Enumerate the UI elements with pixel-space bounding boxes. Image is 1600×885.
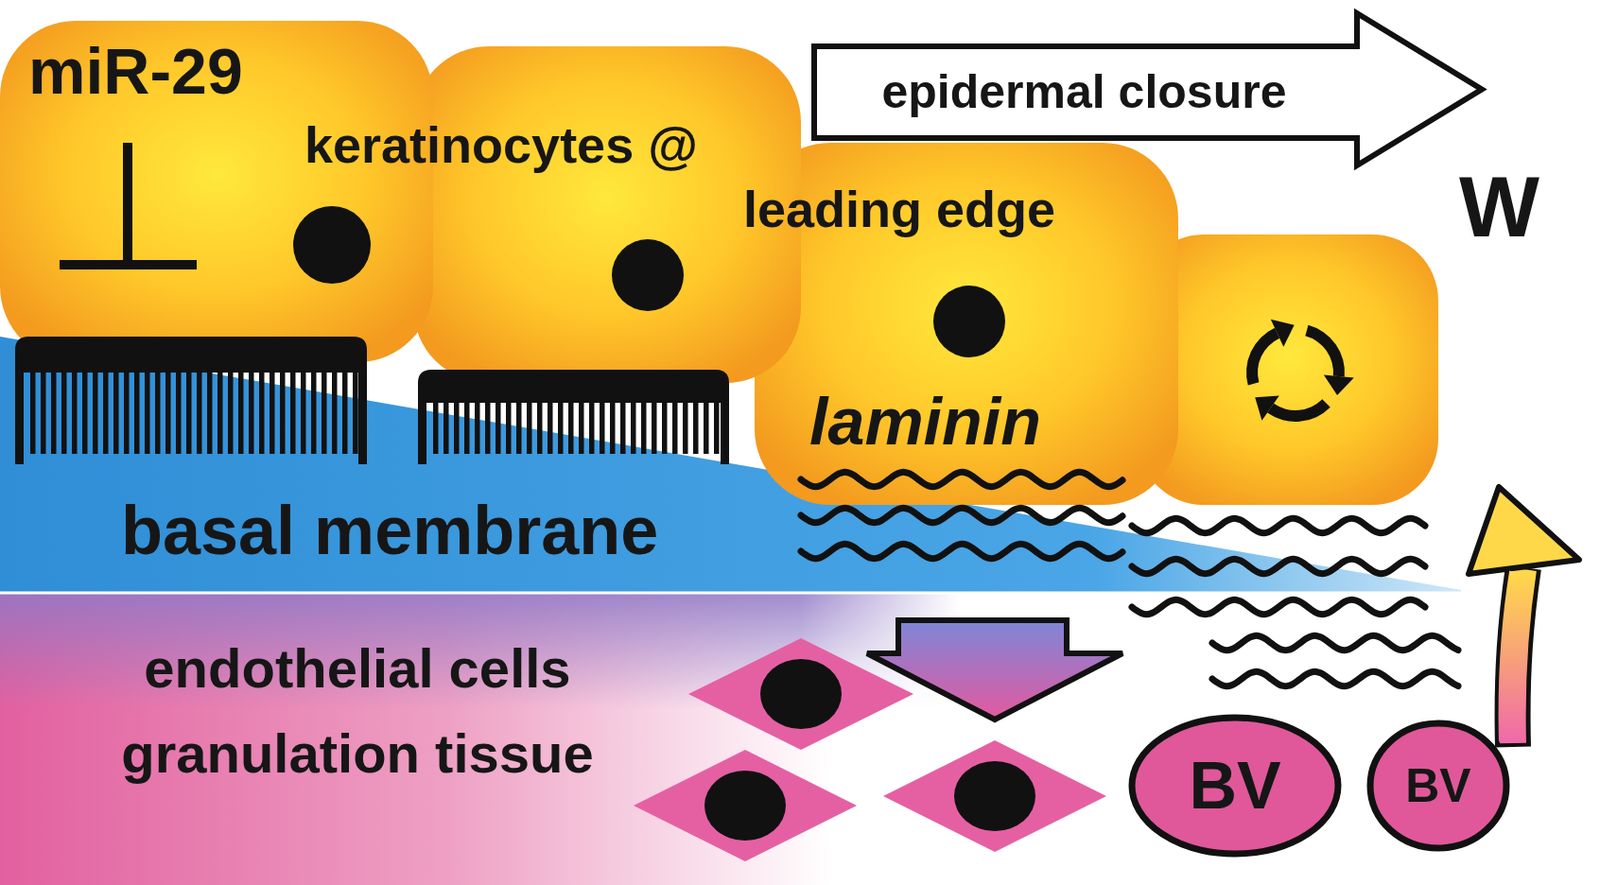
granulation-tint [0,591,1600,885]
tissue-label: endothelial cells granulation tissue [17,626,698,797]
layer-label: basal membrane [121,491,659,571]
laminin-fibre [1212,671,1459,686]
process-arrow-box: epidermal closure [811,10,1485,169]
blood-vessel-ellipse: BV [1366,719,1511,853]
endothelial-cell [633,749,857,862]
granulation-fade [0,591,1600,885]
cell-nucleus [293,206,371,284]
wound-label: W [1459,158,1540,258]
cell-label: keratinocytes @ [304,115,698,174]
laminin-fibre [800,471,1123,487]
comb-symbol [417,369,730,465]
laminin-fibre [1212,635,1459,650]
cell-nucleus [933,285,1006,358]
arrow-label: epidermal closure [882,66,1287,119]
down-arrow [867,620,1123,720]
cell-nucleus [611,239,684,312]
laminin-fibre [1131,558,1426,574]
endothelial-cell [688,638,914,750]
laminin-fibre [800,543,1123,558]
protein-label: laminin [809,383,1042,461]
keratinocyte-cell [413,46,801,383]
laminin-fibres [800,471,1459,686]
comb-symbol [15,336,367,465]
membrane-edge [0,591,1461,595]
inhibition-symbol [59,142,197,265]
keratinocyte-cell [1137,234,1439,505]
endothelial-cell [883,740,1107,853]
proliferation-cycle-icon [1246,319,1355,422]
granulation-ground [0,591,1600,885]
curved-arrow [1468,486,1580,748]
vessel-label: BV [1188,749,1281,823]
cell-label: leading edge [743,179,1056,239]
hemidesmosome-combs [15,336,730,465]
vessel-label: BV [1405,760,1471,813]
keratinocyte-cell [0,20,434,363]
laminin-fibre [1131,599,1426,614]
microrna-label: miR-29 [28,34,244,108]
blood-vessel-ellipse: BV [1128,713,1342,858]
laminin-fibre [1131,518,1426,533]
laminin-fibre [800,507,1123,522]
